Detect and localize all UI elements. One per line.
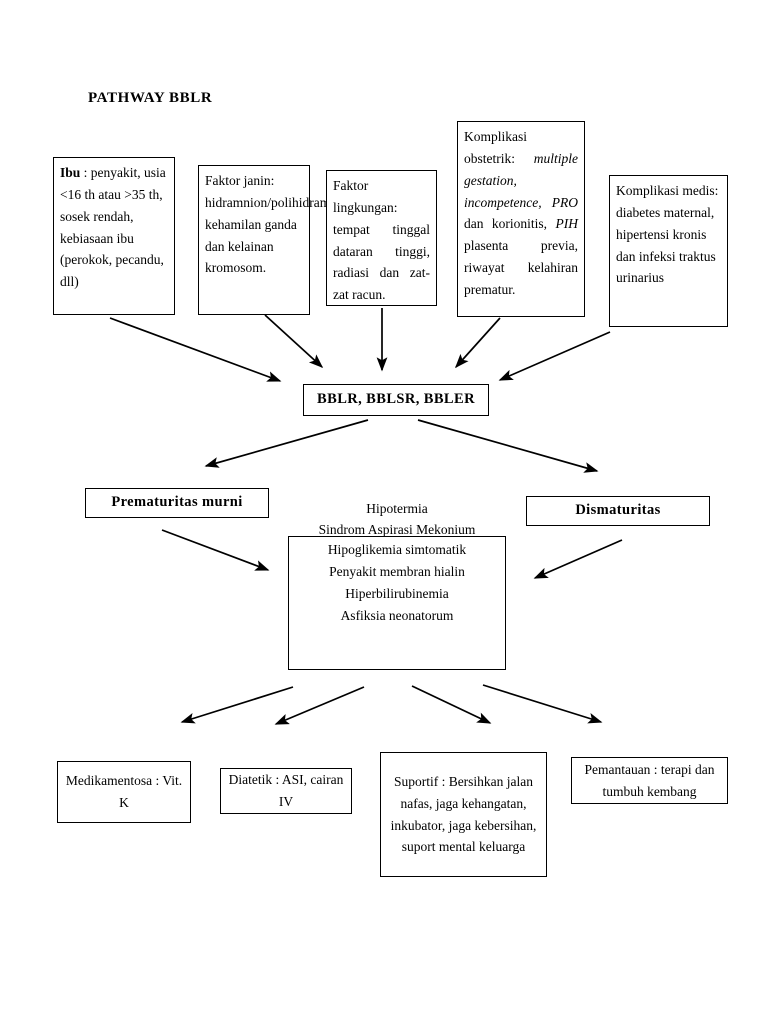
symptom-overflow-line-2: Sindrom Aspirasi Mekonium: [318, 522, 476, 537]
box-ibu-factors[interactable]: Ibu : penyakit, usia <16 th atau >35 th,…: [53, 157, 175, 315]
box-ibu-body: : penyakit, usia <16 th atau >35 th, sos…: [60, 165, 166, 290]
symptom-line-1: Hipoglikemia simtomatik: [327, 542, 467, 557]
box-pemantauan[interactable]: Pemantauan : terapi dan tumbuh kembang: [571, 757, 728, 804]
bblr-central-label: BBLR, BBLSR, BBLER: [317, 391, 475, 408]
arrow-janin-to-bblr: [264, 314, 324, 369]
obstetric-plain-3: plasenta previa, riwayat kelahiran prema…: [464, 238, 578, 298]
box-obstetric-complications[interactable]: Komplikasi obstetrik: multiple gestation…: [457, 121, 585, 317]
box-ibu-lead: Ibu: [60, 165, 81, 180]
arrow-bblr-to-prematuritas: [204, 419, 369, 468]
page-title: PATHWAY BBLR: [88, 90, 213, 106]
box-fetal-text: Faktor janin: hidramnion/polihidramnion,…: [205, 173, 358, 276]
symptom-overflow-line-1: Hipotermia: [366, 501, 428, 516]
box-diatetik[interactable]: Diatetik : ASI, cairan IV: [220, 768, 352, 814]
box-obstetric-text: Komplikasi obstetrik: multiple gestation…: [458, 122, 584, 305]
arrow-symptoms-to-pemantauan: [482, 684, 603, 724]
arrow-symptoms-to-diatetik: [274, 686, 365, 725]
arrow-bblr-to-dismaturitas: [417, 419, 599, 473]
box-bblr-central[interactable]: BBLR, BBLSR, BBLER: [303, 384, 489, 416]
box-suportif[interactable]: Suportif : Bersihkan jalan nafas, jaga k…: [380, 752, 547, 877]
obstetric-plain-1: Komplikasi obstetrik:: [464, 129, 534, 166]
diatetik-text: Diatetik : ASI, cairan IV: [228, 772, 344, 809]
suportif-text: Suportif : Bersihkan jalan nafas, jaga k…: [390, 773, 537, 855]
box-fetal-factors[interactable]: Faktor janin: hidramnion/polihidramnion,…: [198, 165, 358, 315]
arrow-medis-to-bblr: [498, 331, 611, 381]
box-environmental-text: Faktor lingkungan: tempat tinggal datara…: [333, 178, 430, 303]
pemantauan-text: Pemantauan : terapi dan tumbuh kembang: [584, 761, 715, 799]
obstetric-italic-1: multiple gestation, incompetence, PRO: [464, 150, 578, 210]
medikamentosa-text: Medikamentosa : Vit. K: [65, 773, 183, 810]
box-prematuritas-murni[interactable]: Prematuritas murni: [85, 488, 269, 518]
arrow-prematuritas-to-symptoms: [161, 529, 270, 571]
box-medical-text: Komplikasi medis: diabetes maternal, hip…: [616, 183, 719, 286]
arrow-symptoms-to-medikamentosa: [180, 686, 294, 724]
arrow-ibu-to-bblr: [109, 317, 282, 382]
box-symptoms[interactable]: Hipoglikemia simtomatik Penyakit membran…: [288, 536, 506, 670]
prematuritas-label: Prematuritas murni: [111, 494, 243, 511]
arrow-dismaturitas-to-symptoms: [533, 539, 623, 579]
box-environmental-factors[interactable]: Faktor lingkungan: tempat tinggal datara…: [326, 170, 437, 306]
box-dismaturitas[interactable]: Dismaturitas: [526, 496, 710, 526]
symptom-line-3: Hiperbilirubinemia: [345, 585, 449, 601]
obstetric-plain-2: dan korionitis,: [464, 216, 556, 232]
obstetric-italic-2: PIH: [555, 216, 579, 232]
box-medical-complications[interactable]: Komplikasi medis: diabetes maternal, hip…: [609, 175, 728, 327]
box-medikamentosa[interactable]: Medikamentosa : Vit. K: [57, 761, 191, 823]
dismaturitas-label: Dismaturitas: [575, 502, 661, 519]
box-ibu-text: Ibu : penyakit, usia <16 th atau >35 th,…: [54, 158, 174, 297]
symptom-line-4: Asfiksia neonatorum: [340, 607, 454, 623]
arrow-obstetrik-to-bblr: [454, 317, 501, 369]
symptom-line-2: Penyakit membran hialin: [329, 563, 465, 579]
arrow-symptoms-to-suportif: [411, 685, 492, 724]
